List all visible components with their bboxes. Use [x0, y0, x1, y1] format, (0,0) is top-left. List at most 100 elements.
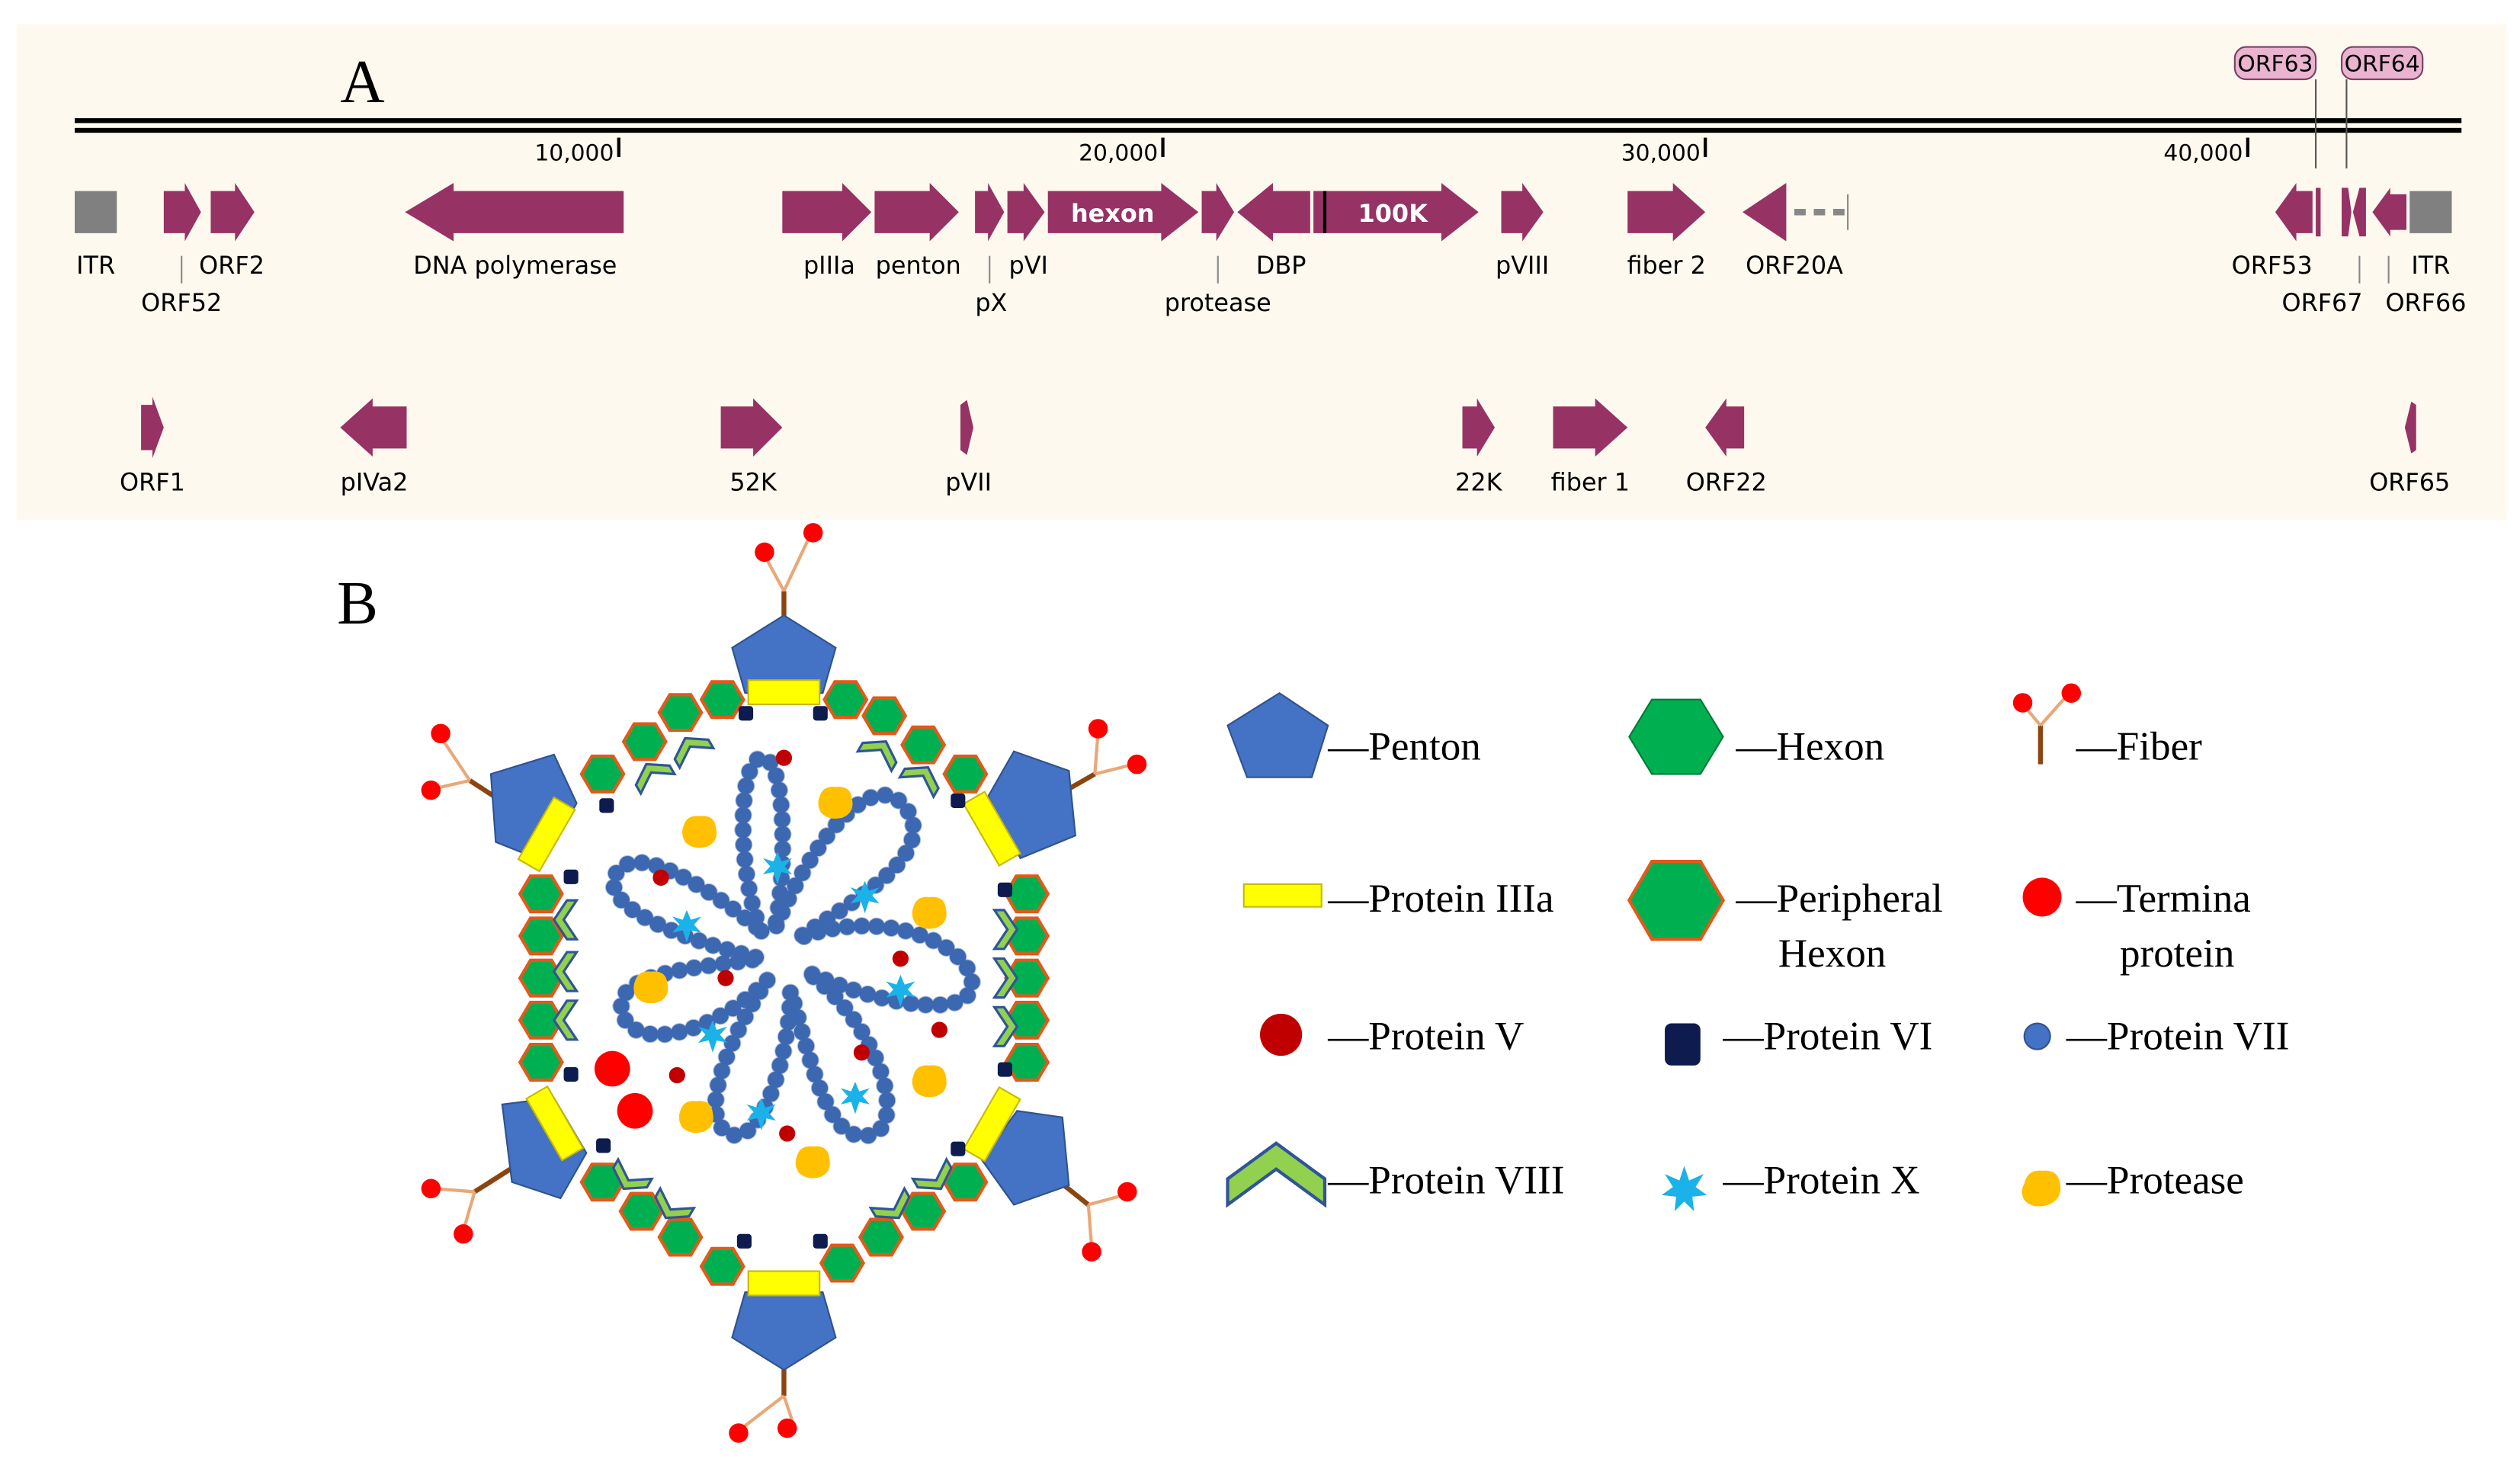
- legend-item-protein-v: —Protein V: [1260, 1013, 1524, 1059]
- callout-orf64: ORF64: [2340, 46, 2424, 168]
- gene-label: ORF66: [2385, 288, 2466, 317]
- dark-red-dot-icon: [1260, 1013, 1303, 1057]
- gene-orf67: ORF67: [2281, 188, 2366, 317]
- gene-orf53: ORF53: [2232, 183, 2313, 280]
- capsid-shell: [421, 523, 1147, 1443]
- legend-item-protein-x: —Protein X: [1661, 1159, 1920, 1211]
- gene-label: ORF52: [141, 288, 222, 317]
- legend-label: —Fiber: [2076, 724, 2202, 768]
- gene-orf52: ORF52: [141, 183, 222, 317]
- hexagon-icon: [1628, 698, 1724, 775]
- protein-vi-markers: [563, 706, 1012, 1249]
- callout-orf63: ORF63: [2233, 46, 2317, 168]
- terminal-protein-marker: [617, 1092, 653, 1129]
- gene-label: 52K: [729, 468, 777, 497]
- rectangle-icon: [1242, 883, 1323, 908]
- gene-row-top: ITR ORF52 ORF2 DNA polymerase pIIIa: [75, 183, 2467, 317]
- navy-square-icon: [1665, 1023, 1701, 1066]
- gene-label: protease: [1165, 288, 1271, 317]
- legend-item-hexon: —Hexon: [1628, 698, 1885, 775]
- legend-label: —Protein VII: [2066, 1015, 2289, 1059]
- legend-item-protein-vi: —Protein VI: [1665, 1015, 1932, 1066]
- penton-vertex: [980, 1110, 1137, 1262]
- gene-22k: 22K: [1455, 398, 1503, 497]
- gene-piiia: pIIIa: [782, 183, 872, 280]
- gene-label: fiber 1: [1551, 468, 1630, 497]
- gene-protease: protease: [1165, 183, 1271, 317]
- gene-orf20a: ORF20A: [1743, 183, 1849, 280]
- legend-label: Hexon: [1778, 932, 1887, 976]
- chevron-icon: [1226, 1141, 1327, 1208]
- gene-row-bottom: ORF1 pIVa2 52K pVII 22K fiber 1: [120, 396, 2450, 497]
- panel-a: A 10,000 20,000 30,000 40,000 ORF63 ORF6…: [16, 24, 2507, 520]
- ruler-tick-label: 30,000: [1621, 139, 1701, 166]
- gene-orf2: ORF2: [199, 183, 265, 280]
- gene-label: ORF53: [2232, 251, 2313, 280]
- genome-backbone: [75, 118, 2462, 133]
- gene-label: DBP: [1256, 251, 1306, 280]
- gene-itr-right: ITR: [2409, 191, 2452, 280]
- panel-b: B: [337, 523, 2289, 1443]
- legend-item-terminal-protein: —Termina protein: [2022, 877, 2251, 976]
- ruler-tick-label: 10,000: [534, 139, 614, 166]
- gene-label: DNA polymerase: [413, 251, 617, 280]
- legend-label: —Penton: [1327, 724, 1481, 768]
- ruler-tick-label: 20,000: [1079, 139, 1158, 166]
- ruler-tick: [1704, 137, 1707, 158]
- ruler: 10,000 20,000 30,000 40,000: [534, 137, 2249, 166]
- panel-b-label: B: [337, 569, 378, 637]
- gene-52k: 52K: [720, 398, 783, 497]
- gene-px: pX: [975, 183, 1007, 317]
- legend-label: —Termina: [2076, 877, 2251, 921]
- legend-label: —Protein VI: [1723, 1015, 1933, 1059]
- callout-orf63-label: ORF63: [2237, 50, 2313, 77]
- gene-dbp: DBP: [1237, 183, 1310, 280]
- gene-orf63: [2316, 188, 2321, 237]
- gene-label: pX: [975, 288, 1007, 317]
- callout-orf64-label: ORF64: [2345, 50, 2420, 77]
- gene-label: pVII: [945, 468, 992, 497]
- legend-item-penton: —Penton: [1226, 691, 1481, 778]
- gene-penton: penton: [874, 183, 961, 280]
- hexagon-outlined-icon: [1627, 860, 1726, 941]
- gene-label: ORF67: [2281, 288, 2362, 317]
- star-burst-icon: [1661, 1166, 1707, 1211]
- legend-item-fiber: —Fiber: [2012, 683, 2202, 768]
- gene-orf65: ORF65: [2369, 401, 2450, 497]
- gene-piva2: pIVa2: [340, 398, 409, 497]
- ruler-tick: [1161, 137, 1165, 158]
- gene-label: ITR: [2411, 251, 2450, 280]
- legend-label: protein: [2120, 932, 2234, 976]
- pentagon-icon: [1226, 691, 1329, 778]
- legend-label: —Protein X: [1723, 1159, 1920, 1203]
- gene-label: pIIIa: [803, 251, 855, 280]
- penton-vertex: [731, 523, 837, 694]
- gene-100k: 100K: [1313, 183, 1479, 242]
- gene-orf22: ORF22: [1686, 398, 1767, 497]
- gene-pvii: pVII: [945, 399, 992, 497]
- gene-label: pIVa2: [341, 468, 409, 497]
- legend-label: —Hexon: [1736, 724, 1885, 768]
- legend-label: —Protease: [2066, 1159, 2244, 1203]
- gene-orf1: ORF1: [120, 396, 185, 497]
- gene-label: pVIII: [1496, 251, 1549, 280]
- fiber-icon: [2012, 683, 2082, 765]
- legend-label: —Protein V: [1327, 1015, 1524, 1059]
- gene-orf66: ORF66: [2372, 188, 2467, 317]
- legend-item-protein-iiia: —Protein IIIa: [1242, 877, 1554, 921]
- gene-label: pVI: [1009, 251, 1048, 280]
- legend-label: —Protein VIII: [1327, 1159, 1564, 1203]
- legend-item-protein-vii: —Protein VII: [2023, 1015, 2289, 1059]
- orange-blob-icon: [2021, 1170, 2061, 1207]
- penton-vertex: [729, 1291, 837, 1443]
- gene-itr-left: ITR: [75, 191, 117, 280]
- gene-label: hexon: [1071, 199, 1154, 228]
- legend-item-protease: —Protease: [2021, 1159, 2244, 1207]
- gene-label: ORF1: [120, 468, 185, 497]
- gene-fiber2: fiber 2: [1627, 183, 1706, 280]
- ruler-tick: [617, 137, 620, 158]
- gene-pviii: pVIII: [1496, 183, 1549, 280]
- virion-diagram: [421, 523, 1147, 1443]
- gene-label: ITR: [76, 251, 115, 280]
